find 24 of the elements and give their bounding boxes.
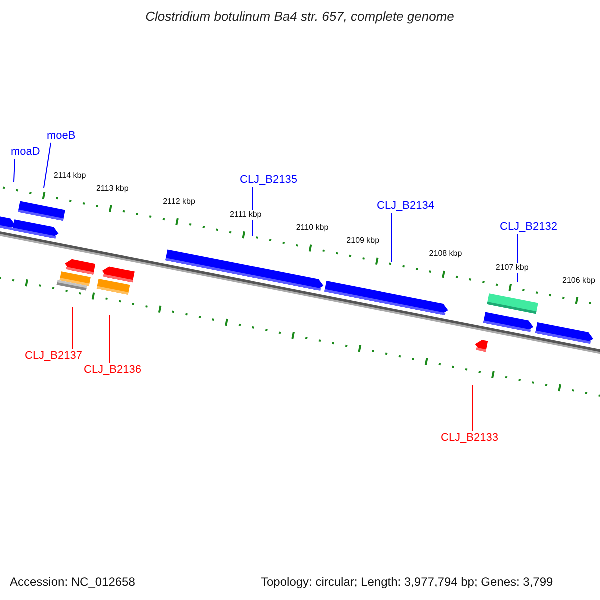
scale-label: 2111 kbp	[229, 210, 263, 220]
gene-label: moaD	[11, 146, 40, 158]
gene-label: CLJ_B2136	[84, 364, 142, 376]
scale-label: 2114 kbp	[52, 170, 88, 181]
leader-line	[14, 158, 16, 182]
gene-label: CLJ_B2134	[377, 200, 434, 212]
gene-label: CLJ_B2132	[500, 221, 558, 233]
gene-label: CLJ_B2135	[240, 174, 298, 186]
scale-label: 2113 kbp	[95, 184, 130, 194]
map-title: Clostridium botulinum Ba4 str. 657, complete genome	[144, 9, 456, 24]
scale-label: 2107 kbp	[494, 262, 530, 273]
footer-text: Topology: circular; Length: 3,977,794 bp; Genes: 3,799	[261, 575, 554, 589]
scale-label: 2108 kbp	[428, 249, 464, 260]
footer-text: Accession: NC_012658	[10, 575, 136, 589]
scale-label: 2112 kbp	[162, 197, 196, 208]
gene-label: CLJ_B2133	[441, 432, 498, 444]
leader-line	[472, 384, 474, 432]
leader-line	[44, 142, 52, 188]
scale-label: 2109 kbp	[346, 236, 381, 246]
gene-label: CLJ_B2137	[25, 350, 82, 362]
scale-label: 2106 kbp	[562, 276, 596, 286]
leader-line	[72, 306, 74, 350]
gene-label: moeB	[47, 130, 76, 142]
scale-label: 2110 kbp	[295, 223, 330, 234]
